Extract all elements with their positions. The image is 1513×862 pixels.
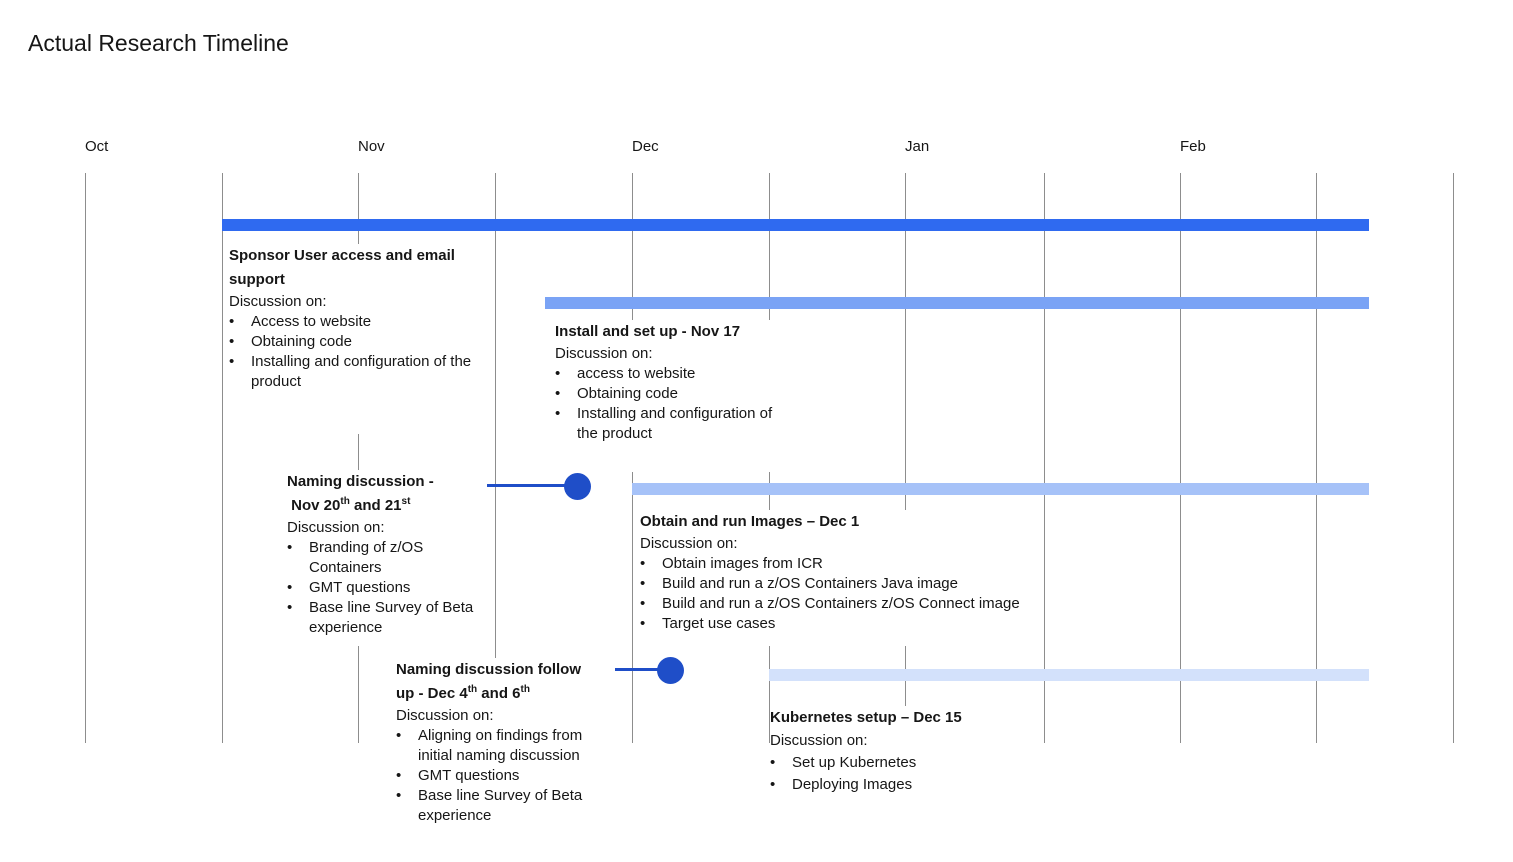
list-item: Build and run a z/OS Containers Java ima… bbox=[640, 574, 1030, 594]
naming-heading-date: Nov 20 bbox=[291, 497, 341, 514]
kubernetes-list: Set up Kubernetes Deploying Images bbox=[770, 752, 1010, 796]
install-heading: Install and set up - Nov 17 bbox=[555, 323, 741, 340]
page-title: Actual Research Timeline bbox=[28, 30, 289, 56]
sponsor-block: Sponsor User access and email support Di… bbox=[229, 244, 495, 434]
followup-heading-date: up - Dec 4 bbox=[396, 685, 468, 702]
gridline bbox=[1316, 173, 1317, 743]
milestone-dot-followup bbox=[657, 657, 684, 684]
timeline-bar-obtain bbox=[632, 483, 1369, 495]
followup-block: Naming discussion follow up - Dec 4th an… bbox=[396, 658, 601, 826]
naming-heading-date: and 21 bbox=[349, 497, 402, 514]
list-item: GMT questions bbox=[287, 578, 487, 598]
followup-heading-line1: Naming discussion follow bbox=[396, 661, 582, 678]
followup-list: Aligning on findings from initial naming… bbox=[396, 726, 601, 826]
list-item: Installing and configuration of the prod… bbox=[555, 404, 787, 444]
followup-heading-date: and 6 bbox=[477, 685, 521, 702]
list-item: Access to website bbox=[229, 312, 495, 332]
kubernetes-block: Kubernetes setup – Dec 15 Discussion on:… bbox=[770, 706, 1010, 806]
sponsor-subheading: Discussion on: bbox=[229, 293, 327, 310]
kubernetes-heading: Kubernetes setup – Dec 15 bbox=[770, 709, 962, 726]
naming-heading-sup: st bbox=[401, 496, 411, 507]
naming-heading-sup: th bbox=[340, 496, 350, 507]
milestone-dot-naming bbox=[564, 473, 591, 500]
list-item: Base line Survey of Beta experience bbox=[287, 598, 487, 638]
timeline-bar-install bbox=[545, 297, 1369, 309]
list-item: Obtaining code bbox=[229, 332, 495, 352]
timeline-bar-kubernetes bbox=[769, 669, 1369, 681]
gridline bbox=[495, 173, 496, 743]
list-item: Obtain images from ICR bbox=[640, 554, 1030, 574]
milestone-connector bbox=[615, 668, 660, 671]
gridline bbox=[1180, 173, 1181, 743]
install-list: access to website Obtaining code Install… bbox=[555, 364, 787, 444]
list-item: Build and run a z/OS Containers z/OS Con… bbox=[640, 594, 1030, 614]
naming-heading: Naming discussion - Nov 20th and 21st bbox=[287, 470, 487, 518]
naming-block: Naming discussion - Nov 20th and 21st Di… bbox=[287, 470, 487, 646]
obtain-block: Obtain and run Images – Dec 1 Discussion… bbox=[640, 510, 1030, 646]
gridline bbox=[1044, 173, 1045, 743]
install-subheading: Discussion on: bbox=[555, 345, 653, 362]
month-label-oct: Oct bbox=[85, 138, 109, 155]
month-label-jan: Jan bbox=[905, 138, 930, 155]
obtain-list: Obtain images from ICR Build and run a z… bbox=[640, 554, 1030, 634]
followup-subheading: Discussion on: bbox=[396, 707, 494, 724]
sponsor-heading: Sponsor User access and email support bbox=[229, 247, 455, 288]
install-block: Install and set up - Nov 17 Discussion o… bbox=[555, 320, 787, 472]
list-item: Obtaining code bbox=[555, 384, 787, 404]
list-item: Branding of z/OS Containers bbox=[287, 538, 487, 578]
month-label-dec: Dec bbox=[632, 138, 659, 155]
gridline bbox=[1453, 173, 1454, 743]
obtain-subheading: Discussion on: bbox=[640, 535, 738, 552]
list-item: Deploying Images bbox=[770, 774, 1010, 796]
naming-list: Branding of z/OS Containers GMT question… bbox=[287, 538, 487, 638]
gridline bbox=[905, 173, 906, 708]
followup-heading-sup: th bbox=[467, 684, 478, 695]
milestone-connector bbox=[450, 484, 566, 487]
naming-subheading: Discussion on: bbox=[287, 519, 385, 536]
month-label-nov: Nov bbox=[358, 138, 385, 155]
list-item: Target use cases bbox=[640, 614, 1030, 634]
list-item: GMT questions bbox=[396, 766, 601, 786]
timeline-bar-sponsor bbox=[222, 219, 1369, 231]
list-item: Base line Survey of Beta experience bbox=[396, 786, 601, 826]
list-item: Set up Kubernetes bbox=[770, 752, 1010, 774]
list-item: Aligning on findings from initial naming… bbox=[396, 726, 601, 766]
sponsor-list: Access to website Obtaining code Install… bbox=[229, 312, 495, 392]
gridline bbox=[222, 173, 223, 743]
month-label-feb: Feb bbox=[1180, 138, 1206, 155]
followup-heading-sup: th bbox=[520, 684, 530, 695]
naming-heading-line1: Naming discussion - bbox=[287, 473, 434, 490]
kubernetes-subheading: Discussion on: bbox=[770, 732, 868, 749]
gridline bbox=[358, 173, 359, 743]
gridline bbox=[85, 173, 86, 743]
list-item: access to website bbox=[555, 364, 787, 384]
list-item: Installing and configuration of the prod… bbox=[229, 352, 495, 392]
followup-heading: Naming discussion follow up - Dec 4th an… bbox=[396, 658, 601, 706]
obtain-heading: Obtain and run Images – Dec 1 bbox=[640, 513, 860, 530]
